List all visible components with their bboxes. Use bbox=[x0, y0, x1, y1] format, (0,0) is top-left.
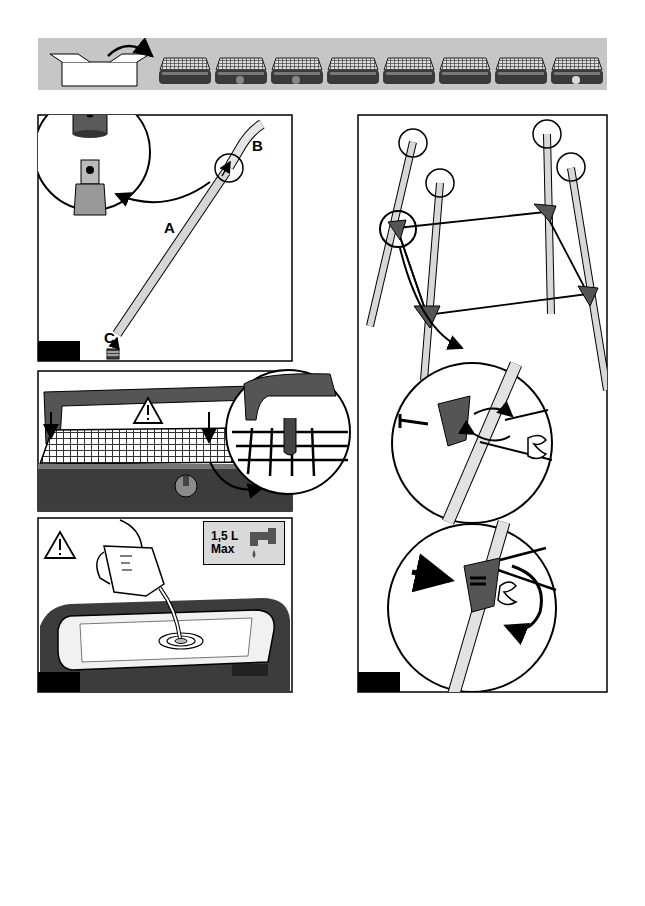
tube-a bbox=[117, 172, 226, 334]
zoom-detail-parts bbox=[400, 364, 552, 522]
tube-hole bbox=[87, 115, 94, 118]
box-icon bbox=[62, 62, 137, 86]
leg-cap-circle bbox=[557, 153, 585, 181]
warning-triangle bbox=[134, 398, 162, 423]
zoom-arrow bbox=[400, 248, 462, 348]
warning-triangle bbox=[45, 532, 75, 558]
end-cap bbox=[107, 349, 119, 359]
corner-bracket bbox=[578, 286, 598, 306]
tray-basin bbox=[80, 618, 252, 662]
thermostat-knob bbox=[175, 475, 197, 497]
zoom-circle bbox=[226, 370, 350, 494]
zoom-circle bbox=[388, 524, 556, 692]
zoom-detail-parts bbox=[412, 522, 556, 692]
panel-stand-assembly bbox=[358, 115, 607, 700]
panel-frame bbox=[38, 518, 292, 692]
grill-icon bbox=[215, 58, 267, 84]
stand-frame bbox=[397, 212, 588, 315]
grill-icon bbox=[495, 58, 547, 84]
panel-windshield bbox=[38, 370, 350, 511]
water-stream bbox=[160, 588, 180, 638]
detail-circle bbox=[380, 211, 416, 247]
leg-cap-circle bbox=[533, 120, 561, 148]
water-stream bbox=[160, 588, 180, 638]
windshield-corner bbox=[244, 374, 336, 420]
part-letter: A bbox=[164, 220, 175, 236]
leg-cap-circle bbox=[426, 169, 454, 197]
capacity-box: 1,5 L Max bbox=[203, 521, 285, 565]
capacity-text: 1,5 L Max bbox=[211, 530, 251, 556]
knob bbox=[236, 76, 244, 84]
insert-arrow bbox=[222, 162, 230, 176]
panel-tube-assembly bbox=[34, 94, 292, 361]
grill-icon bbox=[551, 58, 603, 84]
capacity-box bbox=[203, 521, 285, 565]
zoom-circle bbox=[392, 363, 552, 523]
tube-outline bbox=[117, 172, 226, 334]
leg-cap-circle bbox=[399, 129, 427, 157]
knob bbox=[292, 76, 300, 84]
unpack-arrow bbox=[108, 46, 152, 56]
knob-mark bbox=[183, 476, 189, 486]
box-flaps bbox=[50, 54, 150, 62]
down-arrow bbox=[208, 412, 210, 442]
zoom-arrow bbox=[116, 182, 210, 202]
panel-water-tray bbox=[38, 518, 292, 692]
tap-icon bbox=[250, 528, 276, 558]
stand-legs bbox=[370, 134, 607, 390]
grill-icon bbox=[383, 58, 435, 84]
grill-icon bbox=[327, 58, 379, 84]
tube-b-outline bbox=[229, 124, 262, 167]
grill-icon bbox=[271, 58, 323, 84]
tube-tab bbox=[81, 160, 99, 184]
windshield-hook bbox=[284, 418, 296, 455]
corner-bracket bbox=[534, 204, 556, 222]
tube-opening bbox=[73, 130, 107, 138]
product-banner bbox=[38, 38, 607, 90]
tray-handle bbox=[232, 664, 268, 676]
grill-icon bbox=[439, 58, 491, 84]
joint-circle bbox=[215, 154, 243, 182]
panel-frame bbox=[358, 115, 607, 692]
grill-icon bbox=[159, 58, 211, 84]
knob bbox=[572, 76, 580, 84]
down-arrow bbox=[50, 412, 52, 438]
part-letter: C bbox=[104, 330, 115, 346]
corner-bracket bbox=[388, 220, 406, 240]
tube-body bbox=[74, 184, 106, 215]
drain bbox=[175, 639, 187, 644]
step-tab bbox=[38, 672, 80, 692]
step-tab bbox=[358, 672, 400, 692]
tab-hole bbox=[86, 166, 94, 174]
tube-b bbox=[229, 124, 262, 167]
part-letter: B bbox=[252, 138, 263, 154]
measuring-jug bbox=[97, 520, 164, 596]
banner-band bbox=[38, 38, 607, 90]
step-tab bbox=[38, 341, 80, 361]
water-tray bbox=[58, 610, 274, 670]
